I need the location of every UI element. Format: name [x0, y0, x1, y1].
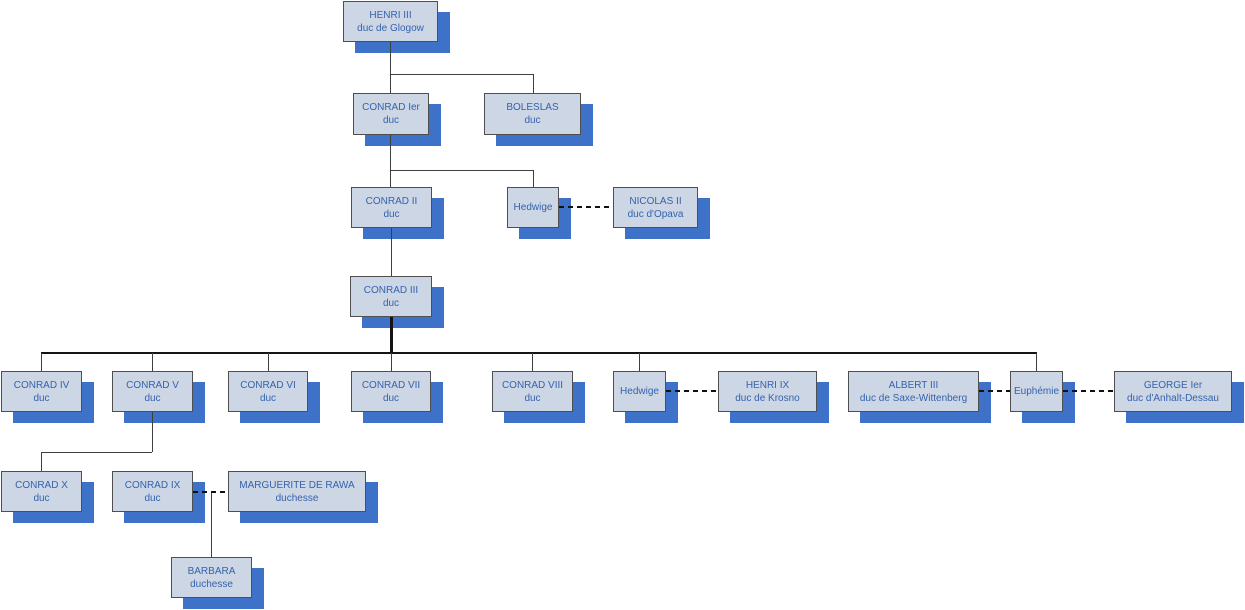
person-title: duc	[383, 208, 400, 220]
person-title: duchesse	[190, 578, 233, 590]
person-name: NICOLAS II	[629, 195, 682, 207]
marriage-dashed-line	[1063, 390, 1114, 392]
connector-line	[211, 492, 212, 557]
connector-line	[41, 353, 42, 371]
person-name: Hedwige	[513, 202, 553, 213]
connector-line	[1036, 353, 1037, 371]
connector-line	[391, 353, 392, 371]
connector-line	[390, 42, 391, 93]
marriage-dashed-line	[559, 206, 613, 208]
person-title: duc	[524, 392, 541, 404]
person-name: Euphémie	[1013, 386, 1060, 397]
person-name: CONRAD IV	[13, 379, 70, 391]
person-title: duc	[33, 392, 50, 404]
person-name: GEORGE Ier	[1143, 379, 1203, 391]
person-title: duc	[382, 115, 400, 126]
connector-line	[41, 452, 152, 453]
connector-line	[390, 317, 393, 353]
person-title: duc de Krosno	[735, 392, 800, 404]
person-title: duc	[259, 392, 277, 404]
node-conrad-1[interactable]: CONRAD Ier duc	[353, 93, 429, 135]
person-name: CONRAD Ier	[362, 102, 420, 113]
person-name: CONRAD VI	[240, 379, 296, 391]
person-title: duc	[33, 492, 50, 504]
person-title: duchesse	[275, 492, 319, 504]
person-title: duc de Saxe-Wittenberg	[859, 392, 968, 404]
connector-line	[533, 170, 534, 187]
connector-line	[639, 353, 640, 371]
connector-line	[152, 353, 153, 371]
connector-line	[152, 412, 153, 452]
person-name: Hedwige	[620, 386, 659, 397]
person-name: CONRAD X	[15, 479, 68, 491]
person-name: CONRAD II	[365, 195, 418, 207]
connector-line	[532, 353, 533, 371]
person-title: duc d'Anhalt-Dessau	[1127, 392, 1219, 404]
connector-line	[41, 352, 1037, 354]
person-name: HENRI IX	[745, 379, 790, 391]
person-name: HENRI III	[369, 9, 412, 21]
person-title: duc	[144, 492, 161, 504]
person-name: BOLESLAS	[506, 102, 559, 113]
connector-line	[390, 74, 533, 75]
marriage-dashed-line	[979, 390, 1010, 392]
connector-line	[533, 74, 534, 93]
person-name: CONRAD III	[363, 284, 419, 296]
person-name: MARGUERITE DE RAWA	[239, 479, 355, 491]
connector-line	[391, 228, 392, 276]
person-title: duc	[524, 115, 541, 126]
person-name: ALBERT III	[888, 379, 939, 391]
person-name: CONRAD VII	[361, 379, 421, 391]
person-title: duc	[144, 392, 161, 404]
node-hedwige-a[interactable]: Hedwige	[507, 187, 559, 228]
person-name: CONRAD VIII	[501, 379, 564, 391]
connector-line	[390, 170, 533, 171]
person-title: duc d'Opava	[627, 208, 684, 220]
connector-line	[268, 353, 269, 371]
person-title: duc	[382, 392, 400, 404]
connector-line	[390, 135, 391, 187]
person-title: duc	[382, 297, 400, 309]
marriage-dashed-line	[193, 491, 228, 493]
node-hedwige-b[interactable]: Hedwige	[613, 371, 666, 412]
node-boleslas[interactable]: BOLESLAS duc	[484, 93, 581, 135]
person-name: CONRAD V	[126, 379, 179, 391]
marriage-dashed-line	[666, 390, 718, 392]
person-title: duc de Glogow	[357, 22, 424, 34]
connector-line	[41, 452, 42, 471]
person-name: CONRAD IX	[124, 479, 181, 491]
node-euphemie[interactable]: Euphémie	[1010, 371, 1063, 412]
person-name: BARBARA	[187, 565, 236, 577]
